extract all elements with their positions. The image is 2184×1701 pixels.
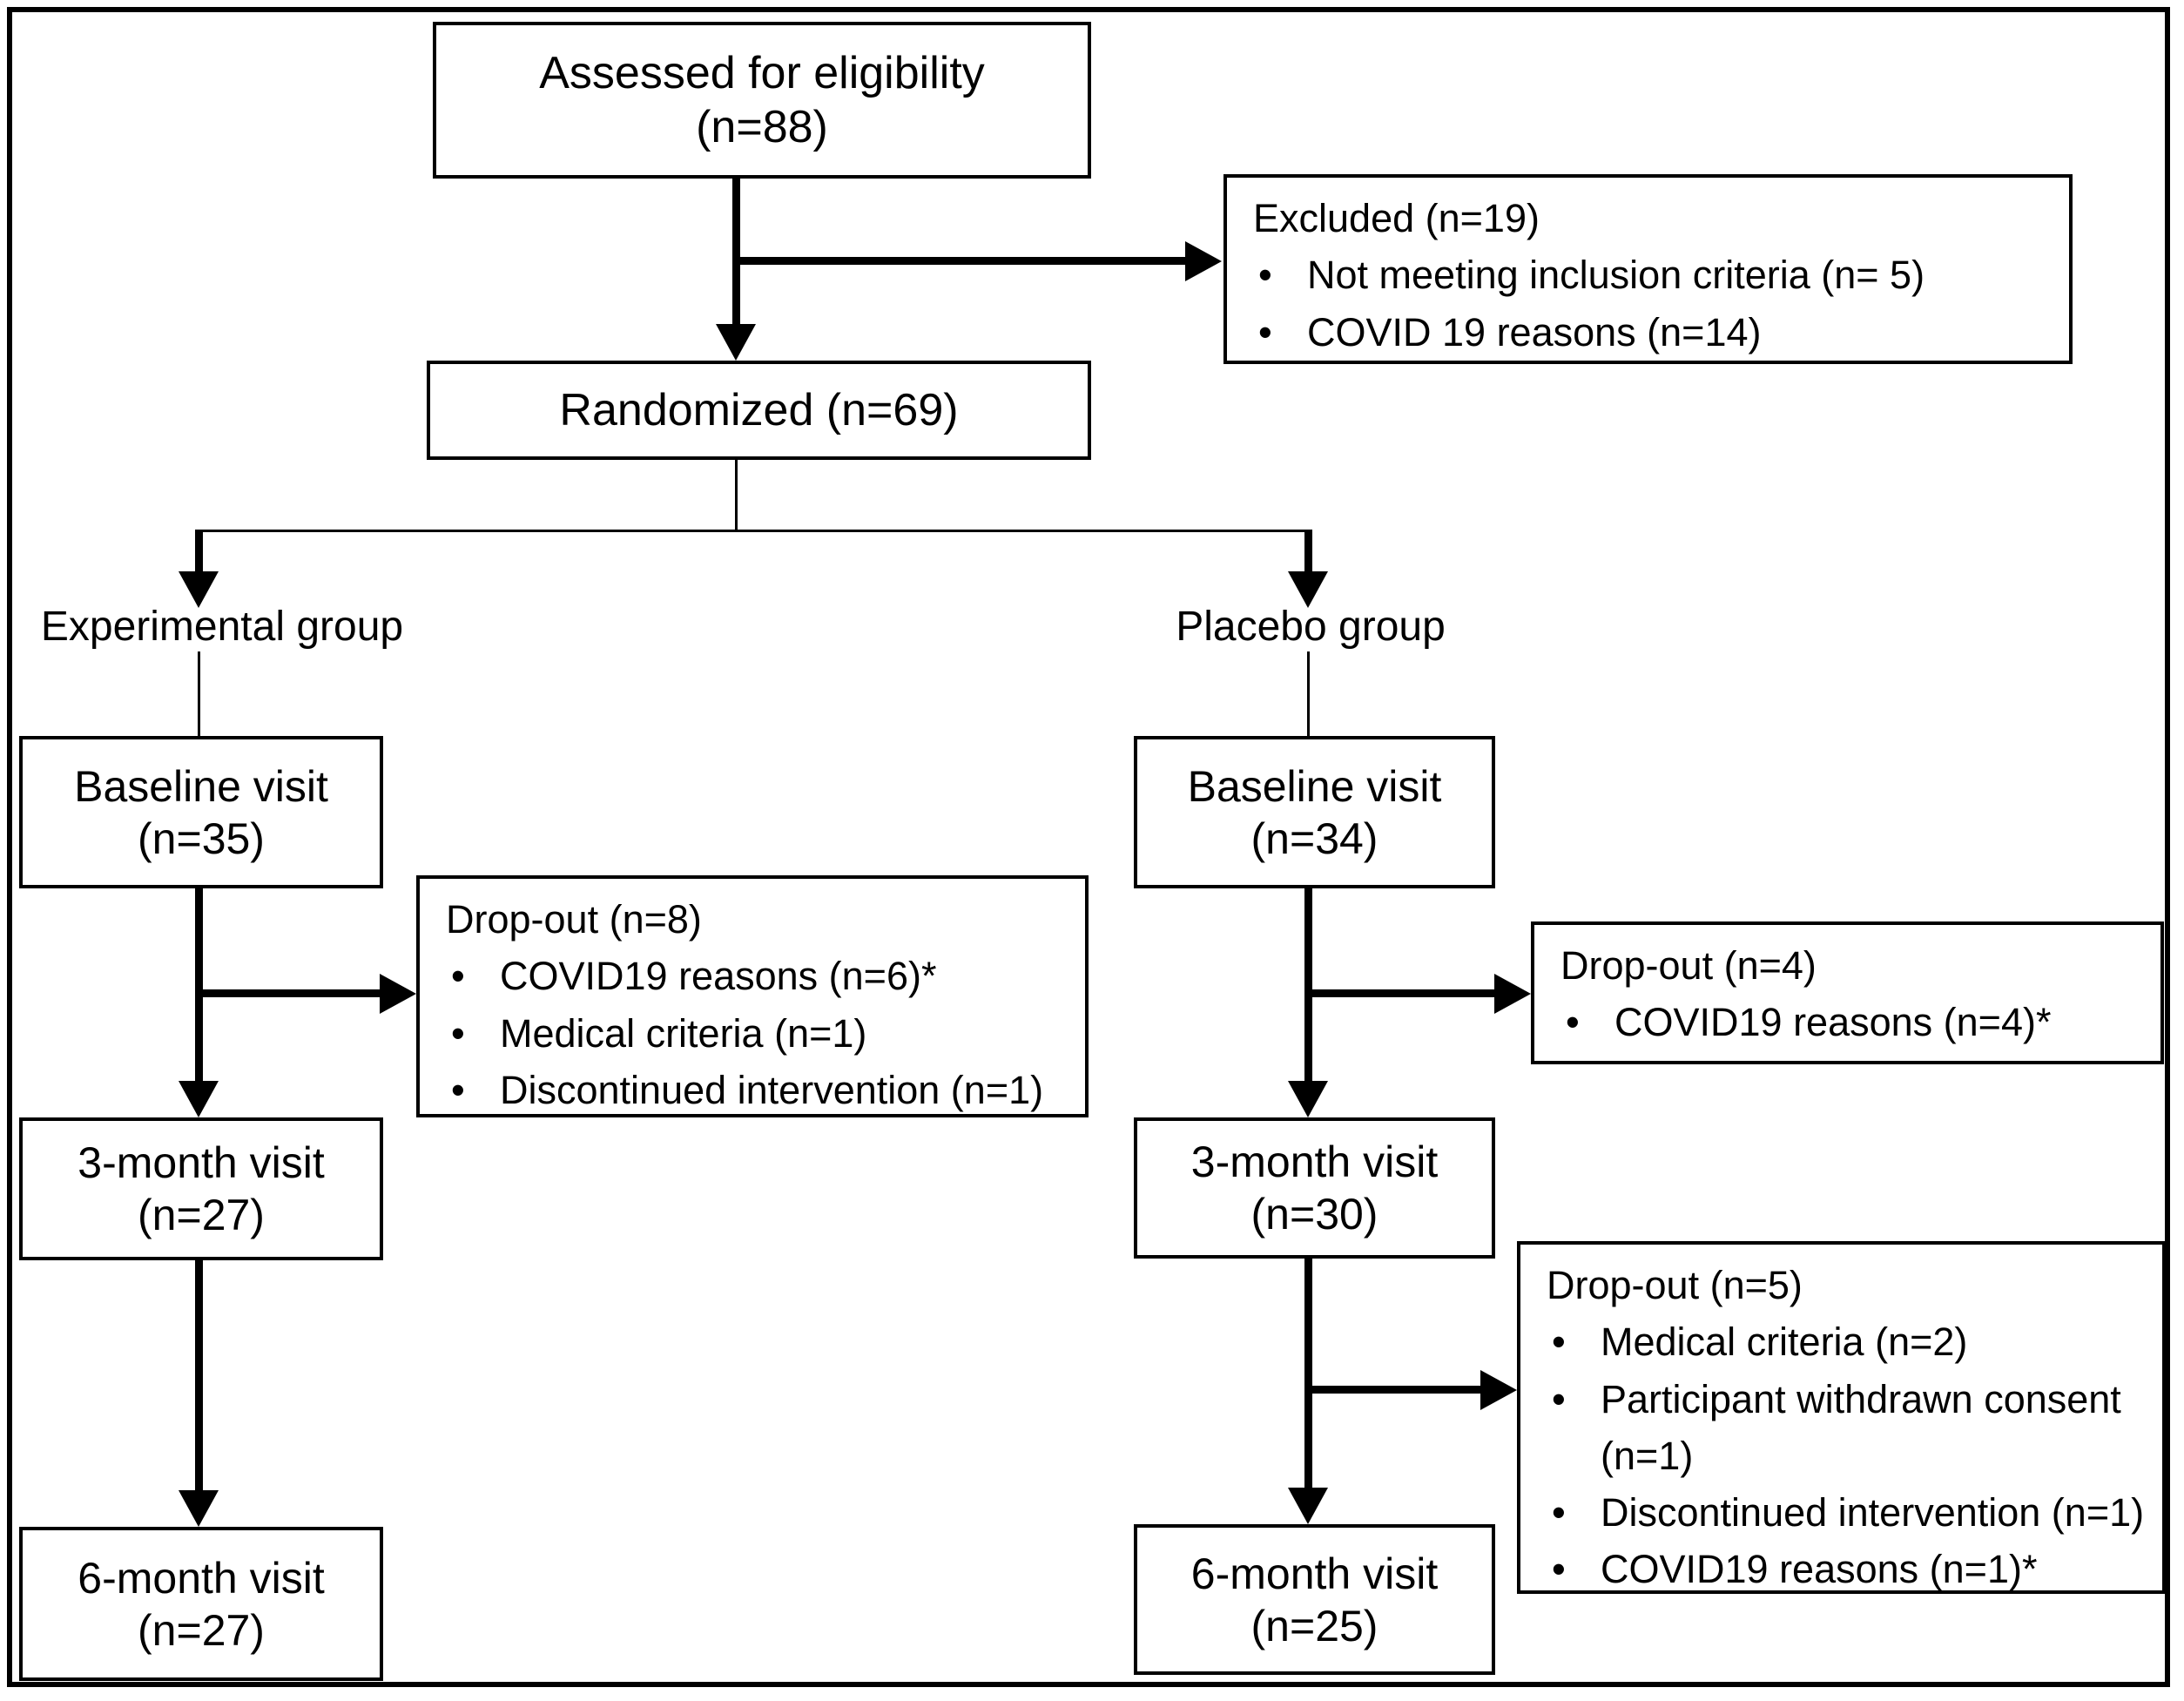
arrowhead-down-experimental [179,571,219,608]
arrowhead-right-pla-dropout2 [1480,1370,1517,1410]
bullet-dot-icon: • [451,954,465,999]
pla-month3-line2: (n=30) [1250,1190,1378,1239]
connector-assessed-randomized [732,179,740,327]
placebo-3-month-visit-box: 3-month visit (n=30) [1134,1117,1495,1259]
placebo-baseline-visit-box: Baseline visit (n=34) [1134,736,1495,888]
excluded-title: Excluded (n=19) [1253,196,1540,240]
bullet-dot-icon: • [1258,309,1272,354]
arrowhead-down-exp-6month [179,1490,219,1527]
arrowhead-right-pla-dropout1 [1494,974,1531,1014]
exp-month6-line2: (n=27) [138,1605,265,1655]
exp-baseline-line2: (n=35) [138,813,265,863]
placebo-group-label: Placebo group [1176,604,1446,650]
arrowhead-down-pla-3month [1288,1081,1328,1117]
bullet-label: Not meeting inclusion criteria (n= 5) [1307,253,1925,298]
pla-dropout1-title: Drop-out (n=4) [1560,943,1817,988]
connector-exp-dropout-branch [199,989,381,997]
bullet-label: COVID19 reasons (n=4)* [1614,1000,2052,1045]
bullet-item: • COVID19 reasons (n=4)* [1560,994,2148,1050]
arrowhead-down-exp-3month [179,1081,219,1117]
pla-month3-line1: 3-month visit [1190,1137,1439,1186]
excluded-bullet-list: • Not meeting inclusion criteria (n= 5) • C… [1253,246,2057,361]
bullet-item: • Discontinued intervention (n=1) [446,1062,1073,1118]
exp-month3-line2: (n=27) [138,1191,265,1239]
bullet-item: • COVID 19 reasons (n=14) [1253,304,2057,361]
connector-exp-baseline-3month [195,888,203,1083]
connector-pla-dropout1-branch [1308,989,1494,997]
exp-month3-line1: 3-month visit [78,1138,325,1187]
bullet-dot-icon: • [1258,253,1272,298]
assessed-for-eligibility-box: Assessed for eligibility (n=88) [433,22,1091,179]
bullet-label: Discontinued intervention (n=1) [500,1067,1044,1112]
exp-dropout-title: Drop-out (n=8) [446,897,702,942]
pla-month6-line1: 6-month visit [1190,1549,1439,1598]
arrowhead-down-pla-6month [1288,1488,1328,1524]
assessed-line1: Assessed for eligibility [539,47,985,98]
bullet-label: Participant withdrawn consent (n=1) [1601,1376,2121,1478]
placebo-dropout1-box: Drop-out (n=4) • COVID19 reasons (n=4)* [1531,921,2164,1064]
connector-to-excluded [736,257,1187,265]
bullet-item: • Medical criteria (n=1) [446,1005,1073,1062]
bullet-label: Medical criteria (n=2) [1601,1320,1968,1365]
exp-month6-line1: 6-month visit [78,1553,325,1603]
bullet-dot-icon: • [1552,1547,1566,1592]
experimental-6-month-visit-box: 6-month visit (n=27) [19,1527,383,1681]
connector-pla-baseline-3month [1304,888,1312,1083]
bullet-dot-icon: • [1552,1490,1566,1535]
experimental-group-label: Experimental group [40,604,404,650]
pla-month6-line2: (n=25) [1250,1601,1378,1650]
connector-pla-label-baseline [1307,651,1310,736]
bullet-item: • COVID19 reasons (n=1)* [1547,1541,2150,1597]
bullet-label: Medical criteria (n=1) [500,1010,867,1056]
arrowhead-down-placebo [1288,571,1328,608]
randomized-label: Randomized (n=69) [559,384,959,435]
arrowhead-right-exp-dropout [380,974,416,1014]
bullet-label: COVID19 reasons (n=6)* [500,954,937,999]
bullet-label: Discontinued intervention (n=1) [1601,1490,2145,1535]
bullet-dot-icon: • [1552,1320,1566,1365]
connector-split-horizontal [198,530,1311,532]
connector-pla-dropout2-branch [1308,1386,1482,1394]
connector-exp-label-baseline [198,651,200,736]
experimental-baseline-visit-box: Baseline visit (n=35) [19,736,383,888]
placebo-6-month-visit-box: 6-month visit (n=25) [1134,1524,1495,1675]
arrowhead-down-randomized [716,324,756,361]
connector-pla-3month-6month [1304,1259,1312,1489]
bullet-dot-icon: • [1552,1376,1566,1421]
pla-dropout2-bullet-list: • Medical criteria (n=2) • Participant with… [1547,1313,2150,1597]
connector-split-left-stub [195,530,203,575]
bullet-item: • Discontinued intervention (n=1) [1547,1484,2150,1541]
experimental-3-month-visit-box: 3-month visit (n=27) [19,1117,383,1260]
pla-dropout2-title: Drop-out (n=5) [1547,1263,1803,1307]
bullet-item: • COVID19 reasons (n=6)* [446,948,1073,1004]
bullet-label: COVID19 reasons (n=1)* [1601,1547,2038,1592]
bullet-item: • Participant withdrawn consent (n=1) [1547,1371,2150,1485]
connector-split-right-stub [1304,530,1312,575]
randomized-box: Randomized (n=69) [427,361,1091,460]
excluded-box: Excluded (n=19) • Not meeting inclusion c… [1223,174,2073,364]
pla-dropout1-bullet-list: • COVID19 reasons (n=4)* [1560,994,2148,1050]
bullet-label: COVID 19 reasons (n=14) [1307,309,1762,354]
experimental-dropout-box: Drop-out (n=8) • COVID19 reasons (n=6)* • M… [416,875,1089,1117]
bullet-dot-icon: • [1566,1000,1580,1045]
pla-baseline-line2: (n=34) [1250,813,1378,863]
exp-baseline-line1: Baseline visit [74,761,328,811]
arrowhead-right-excluded [1185,241,1222,281]
pla-baseline-line1: Baseline visit [1187,761,1442,811]
placebo-dropout2-box: Drop-out (n=5) • Medical criteria (n=2) • P… [1517,1241,2166,1594]
connector-randomized-split [735,460,738,531]
assessed-line2: (n=88) [696,102,828,152]
bullet-item: • Not meeting inclusion criteria (n= 5) [1253,246,2057,303]
connector-exp-3month-6month [195,1260,203,1492]
bullet-dot-icon: • [451,1067,465,1112]
exp-dropout-bullet-list: • COVID19 reasons (n=6)* • Medical criteria… [446,948,1073,1118]
bullet-dot-icon: • [451,1010,465,1056]
bullet-item: • Medical criteria (n=2) [1547,1313,2150,1370]
